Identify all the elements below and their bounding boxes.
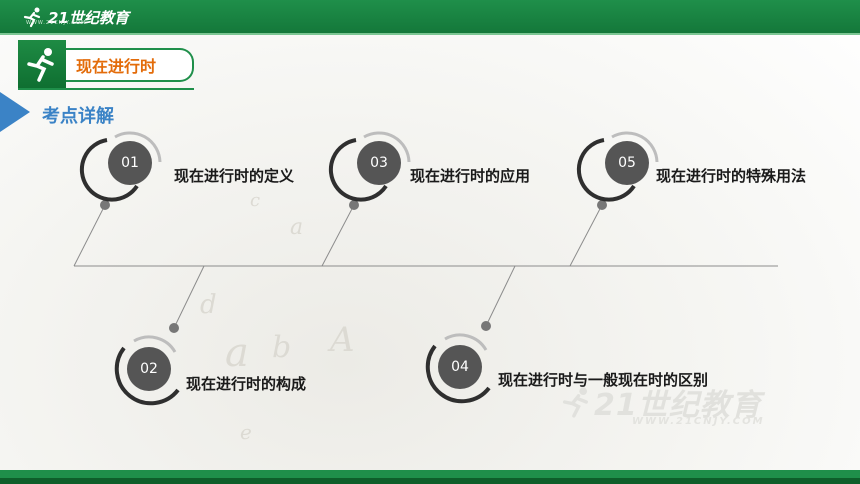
node-04-circle: 04	[438, 345, 482, 389]
runner-icon	[27, 48, 54, 82]
bg-decoration: A	[330, 320, 355, 360]
node-03-circle: 03	[357, 141, 401, 185]
connector-03	[321, 204, 355, 267]
node-05-circle: 05	[605, 141, 649, 185]
bg-decoration: a	[225, 330, 249, 376]
node-04-number: 04	[451, 359, 469, 375]
node-arc	[328, 138, 388, 202]
node-arc	[425, 344, 491, 404]
node-04-label: 现在进行时与一般现在时的区别	[498, 371, 709, 389]
top-bar	[0, 0, 860, 33]
node-arc	[79, 138, 139, 202]
logo-text: 21世纪教育	[48, 8, 129, 27]
section-tag-underline	[18, 88, 194, 90]
node-05-label: 现在进行时的特殊用法	[656, 167, 807, 185]
node-05-number: 05	[618, 155, 636, 171]
bg-decoration: a	[290, 215, 304, 240]
watermark: 21世纪教育 WWW.21CNJY.COM	[560, 380, 765, 427]
watermark-text: 21世纪教育	[594, 388, 762, 423]
node-02-number: 02	[140, 361, 158, 377]
node-01-label: 现在进行时的定义	[174, 167, 295, 185]
runner-logo-icon	[23, 7, 41, 28]
logo-subtext: WWW.21CNJY.COM	[26, 20, 87, 26]
connector-dot	[349, 200, 359, 210]
node-arc	[611, 131, 659, 163]
connector-dot	[100, 200, 110, 210]
watermark-runner-icon	[562, 387, 588, 418]
bg-decoration: c	[250, 190, 261, 211]
bg-decoration: b	[272, 330, 292, 365]
brand-logo: 21世纪教育	[22, 4, 129, 30]
watermark-subtext: WWW.21CNJY.COM	[632, 416, 765, 427]
section-tag-block	[18, 40, 66, 88]
connector-01	[73, 204, 106, 267]
node-arc	[133, 335, 177, 353]
node-02-circle: 02	[127, 347, 171, 391]
node-03-label: 现在进行时的应用	[410, 167, 531, 185]
node-arc	[114, 131, 162, 163]
side-arrow-icon	[0, 92, 30, 132]
node-01-circle: 01	[108, 141, 152, 185]
node-arc	[114, 346, 180, 406]
node-03-number: 03	[370, 155, 388, 171]
node-arc	[576, 138, 636, 202]
connector-05	[569, 204, 603, 267]
node-arc	[444, 333, 488, 351]
section-tag-label: 现在进行时	[66, 48, 194, 82]
node-02-label: 现在进行时的构成	[186, 375, 307, 393]
node-01-number: 01	[121, 155, 139, 171]
bottom-bar-shade	[0, 478, 860, 484]
bg-decoration: e	[240, 420, 252, 444]
connector-dot	[597, 200, 607, 210]
connector-04	[485, 265, 516, 327]
top-bar-divider	[0, 33, 860, 35]
section-title: 考点详解	[42, 106, 114, 127]
connector-dot	[169, 323, 179, 333]
bg-decoration: d	[200, 290, 217, 320]
node-arc	[363, 131, 411, 163]
connector-dot	[481, 321, 491, 331]
connector-02	[173, 265, 205, 329]
